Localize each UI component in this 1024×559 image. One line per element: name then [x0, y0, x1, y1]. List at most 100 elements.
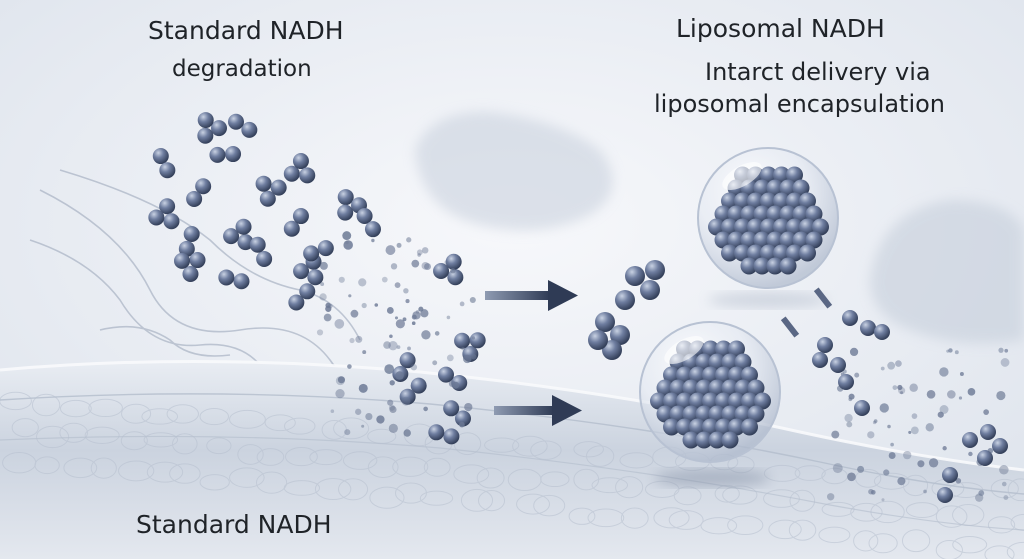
molecule-bead [992, 438, 1008, 454]
membrane-cell [199, 408, 229, 426]
membrane-cell [237, 444, 264, 465]
particle [883, 469, 890, 476]
molecule-bead [610, 325, 630, 345]
membrane-cell [870, 500, 905, 524]
particle [402, 317, 407, 322]
membrane-cell [84, 426, 120, 444]
particle [469, 296, 476, 304]
encapsulated-molecule [676, 418, 693, 436]
membrane-cell [821, 501, 855, 517]
membrane-cell [229, 409, 266, 429]
encapsulated-molecule [656, 405, 674, 423]
encapsulated-molecule [708, 379, 726, 397]
particle [388, 404, 396, 411]
particle [939, 405, 949, 414]
particle [880, 366, 885, 371]
membrane-cell [460, 488, 494, 512]
encapsulated-molecule [766, 231, 784, 249]
encapsulated-molecule [682, 405, 700, 423]
membrane-cell [321, 419, 347, 440]
encapsulated-molecule [734, 405, 752, 423]
membrane-cell [453, 464, 490, 484]
particle [978, 490, 985, 496]
molecule-bead [241, 121, 258, 138]
particle [325, 302, 331, 309]
particle [319, 261, 328, 270]
encapsulated-molecule [721, 192, 738, 210]
membrane-cell [338, 478, 369, 501]
membrane-cell [668, 510, 704, 530]
membrane-cell [1010, 513, 1024, 531]
particle [857, 465, 865, 473]
intermediate-molecules [588, 260, 665, 360]
membrane-cell [283, 480, 321, 496]
particle [996, 390, 1006, 401]
molecule-bead [364, 221, 381, 238]
particle [897, 384, 903, 391]
particle [403, 429, 411, 437]
membrane-cell [90, 457, 117, 479]
molecule-bead [317, 240, 334, 257]
encapsulated-molecule [721, 405, 739, 423]
encapsulated-molecule [799, 192, 816, 210]
molecule-bead [195, 178, 212, 195]
particle [385, 245, 396, 255]
molecule-bead [830, 357, 846, 373]
particle [338, 276, 345, 283]
membrane-cell [423, 457, 451, 477]
particle [421, 247, 429, 254]
particle [968, 451, 973, 457]
encapsulated-molecule [773, 192, 790, 210]
membrane-cell [789, 489, 816, 512]
membrane-cell [591, 477, 629, 494]
membrane-cell [484, 437, 520, 453]
standard-nadh-title: Standard NADH [148, 16, 344, 45]
particle [362, 350, 367, 355]
molecule-bead [259, 190, 276, 207]
membrane-cell [853, 530, 879, 552]
membrane-cell [653, 507, 690, 529]
encapsulated-molecule [805, 231, 823, 249]
particle [345, 240, 349, 245]
membrane-cell [146, 461, 184, 483]
encapsulated-molecule [741, 418, 758, 436]
membrane-cell [984, 545, 1015, 559]
particle [911, 413, 918, 419]
membrane-cell [987, 516, 1016, 534]
molecule-bead [255, 175, 272, 192]
particle [954, 350, 959, 355]
molecule-bead [860, 320, 876, 336]
membrane-cell [121, 403, 152, 424]
membrane-cell [512, 435, 548, 457]
molecule-bead [454, 410, 471, 427]
membrane-cell [615, 476, 644, 499]
particle [999, 465, 1009, 475]
molecule-bead [159, 198, 176, 215]
particle [900, 391, 904, 395]
molecule-bead [223, 228, 240, 245]
particle [967, 388, 976, 396]
encapsulated-molecule [727, 205, 745, 223]
particle [417, 253, 421, 257]
particle [432, 360, 438, 366]
membrane-cell [419, 490, 454, 506]
molecule-bead [454, 332, 471, 349]
molecule-bead [838, 374, 854, 390]
particle [358, 278, 367, 287]
encapsulated-molecule [663, 418, 680, 436]
encapsulated-molecule [760, 244, 777, 262]
molecule-bead [937, 487, 953, 503]
membrane-cell [0, 391, 32, 411]
particle [371, 238, 375, 243]
membrane-cell [873, 472, 910, 490]
particle [381, 276, 388, 283]
molecule-bead [189, 252, 206, 269]
arrow-lower [494, 395, 582, 426]
membrane-cell [477, 490, 506, 512]
encapsulated-molecule [779, 231, 797, 249]
particle [446, 315, 451, 320]
particle [388, 423, 398, 434]
molecule-bead [299, 167, 316, 184]
membrane-cell [59, 422, 88, 443]
